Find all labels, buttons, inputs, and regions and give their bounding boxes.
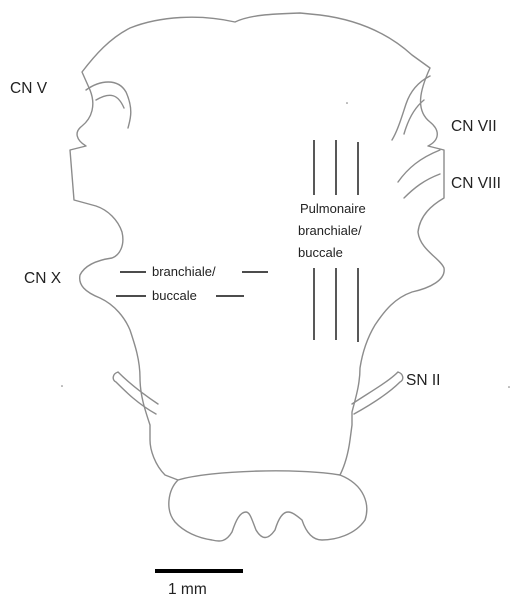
label-cn-x: CN X [24, 270, 62, 287]
label-pulmonaire: Pulmonaire [300, 201, 366, 216]
label-branchiale-right: branchiale/ [298, 223, 362, 238]
cn-viii-root [398, 150, 440, 198]
speck [508, 386, 510, 388]
sn-ii-root-left [113, 372, 158, 414]
scale-label: 1 mm [168, 581, 207, 598]
speck [346, 102, 348, 104]
label-cn-viii: CN VIII [451, 175, 501, 192]
label-cn-v: CN V [10, 80, 48, 97]
lower-lobe-outline [178, 471, 340, 480]
label-cn-vii: CN VII [451, 118, 497, 135]
label-buccale-left: buccale [152, 288, 197, 303]
cn-vii-root [392, 76, 430, 140]
label-buccale-right: buccale [298, 245, 343, 260]
label-sn-ii: SN II [406, 372, 440, 389]
label-branchiale-left: branchiale/ [152, 264, 216, 279]
speck [61, 385, 63, 387]
